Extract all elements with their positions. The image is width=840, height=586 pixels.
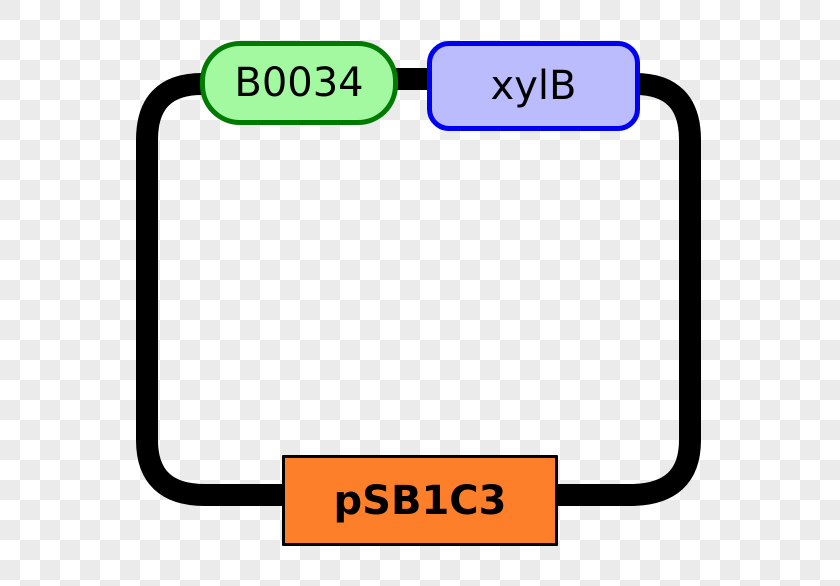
- plasmid-backbone-psb1c3: pSB1C3: [282, 455, 558, 546]
- backbone-line: [136, 68, 701, 506]
- cds-label: xylB: [490, 63, 577, 109]
- rbs-label: B0034: [234, 60, 364, 106]
- rbs-part-b0034: B0034: [200, 41, 398, 125]
- cds-part-xylb: xylB: [427, 41, 640, 131]
- plasmid-label: pSB1C3: [333, 477, 507, 524]
